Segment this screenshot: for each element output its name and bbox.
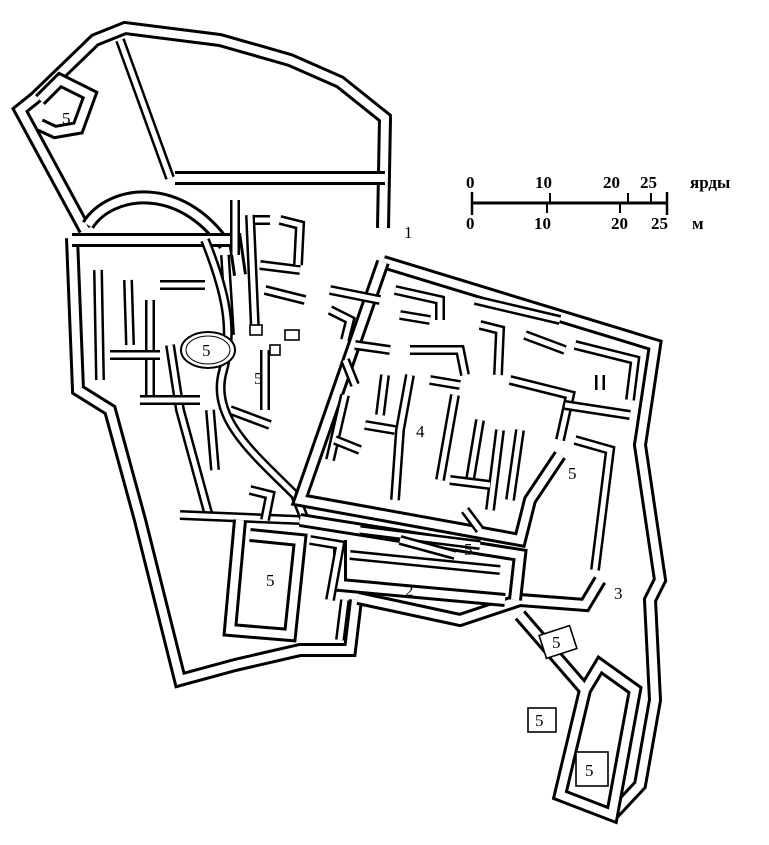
main-block-walls — [290, 259, 641, 571]
scale-bar: 0 10 20 25 ярды 0 10 20 25 м — [466, 173, 730, 233]
label-room-5-northwest: 5 — [62, 109, 71, 128]
southwest-rooms — [222, 485, 350, 643]
annex-box-lower — [527, 707, 557, 733]
scale-bottom-tick-20: 20 — [611, 214, 628, 233]
label-gate: 1 — [404, 223, 413, 242]
label-main-block: 4 — [416, 422, 425, 441]
annex-box-upper — [538, 624, 578, 660]
annex-box-inner — [575, 751, 609, 787]
scale-top-unit: ярды — [690, 173, 730, 192]
scale-top-tick-25: 25 — [640, 173, 657, 192]
western-wing-walls — [72, 200, 307, 525]
scale-bottom-tick-25: 25 — [651, 214, 668, 233]
label-room-5-west: 5 — [254, 369, 263, 388]
scale-top-tick-0: 0 — [466, 173, 475, 192]
label-room-5-annex-upper: 5 — [552, 633, 561, 652]
label-room-5-east: 5 — [568, 464, 577, 483]
label-central-passage: 2 — [405, 581, 414, 600]
label-room-5-southwest: 5 — [266, 571, 275, 590]
scale-top-tick-20: 20 — [603, 173, 620, 192]
oval-pool — [180, 331, 236, 369]
winding-channel — [200, 238, 310, 522]
outer-walls — [11, 20, 668, 825]
scale-bottom-unit: м — [692, 214, 704, 233]
label-east-yard: 3 — [614, 584, 623, 603]
plan-labels: 1 2 3 4 5 5 5 5 5 5 5 5 5 — [62, 109, 623, 780]
scale-bottom-tick-0: 0 — [466, 214, 475, 233]
label-room-5-passage: 5 — [464, 540, 473, 559]
scale-bottom-tick-10: 10 — [534, 214, 551, 233]
label-room-5-annex-inner: 5 — [585, 761, 594, 780]
north-court-walls — [35, 38, 385, 250]
label-room-5-annex-lower: 5 — [535, 711, 544, 730]
label-room-5-pool: 5 — [202, 341, 211, 360]
scale-top-tick-10: 10 — [535, 173, 552, 192]
